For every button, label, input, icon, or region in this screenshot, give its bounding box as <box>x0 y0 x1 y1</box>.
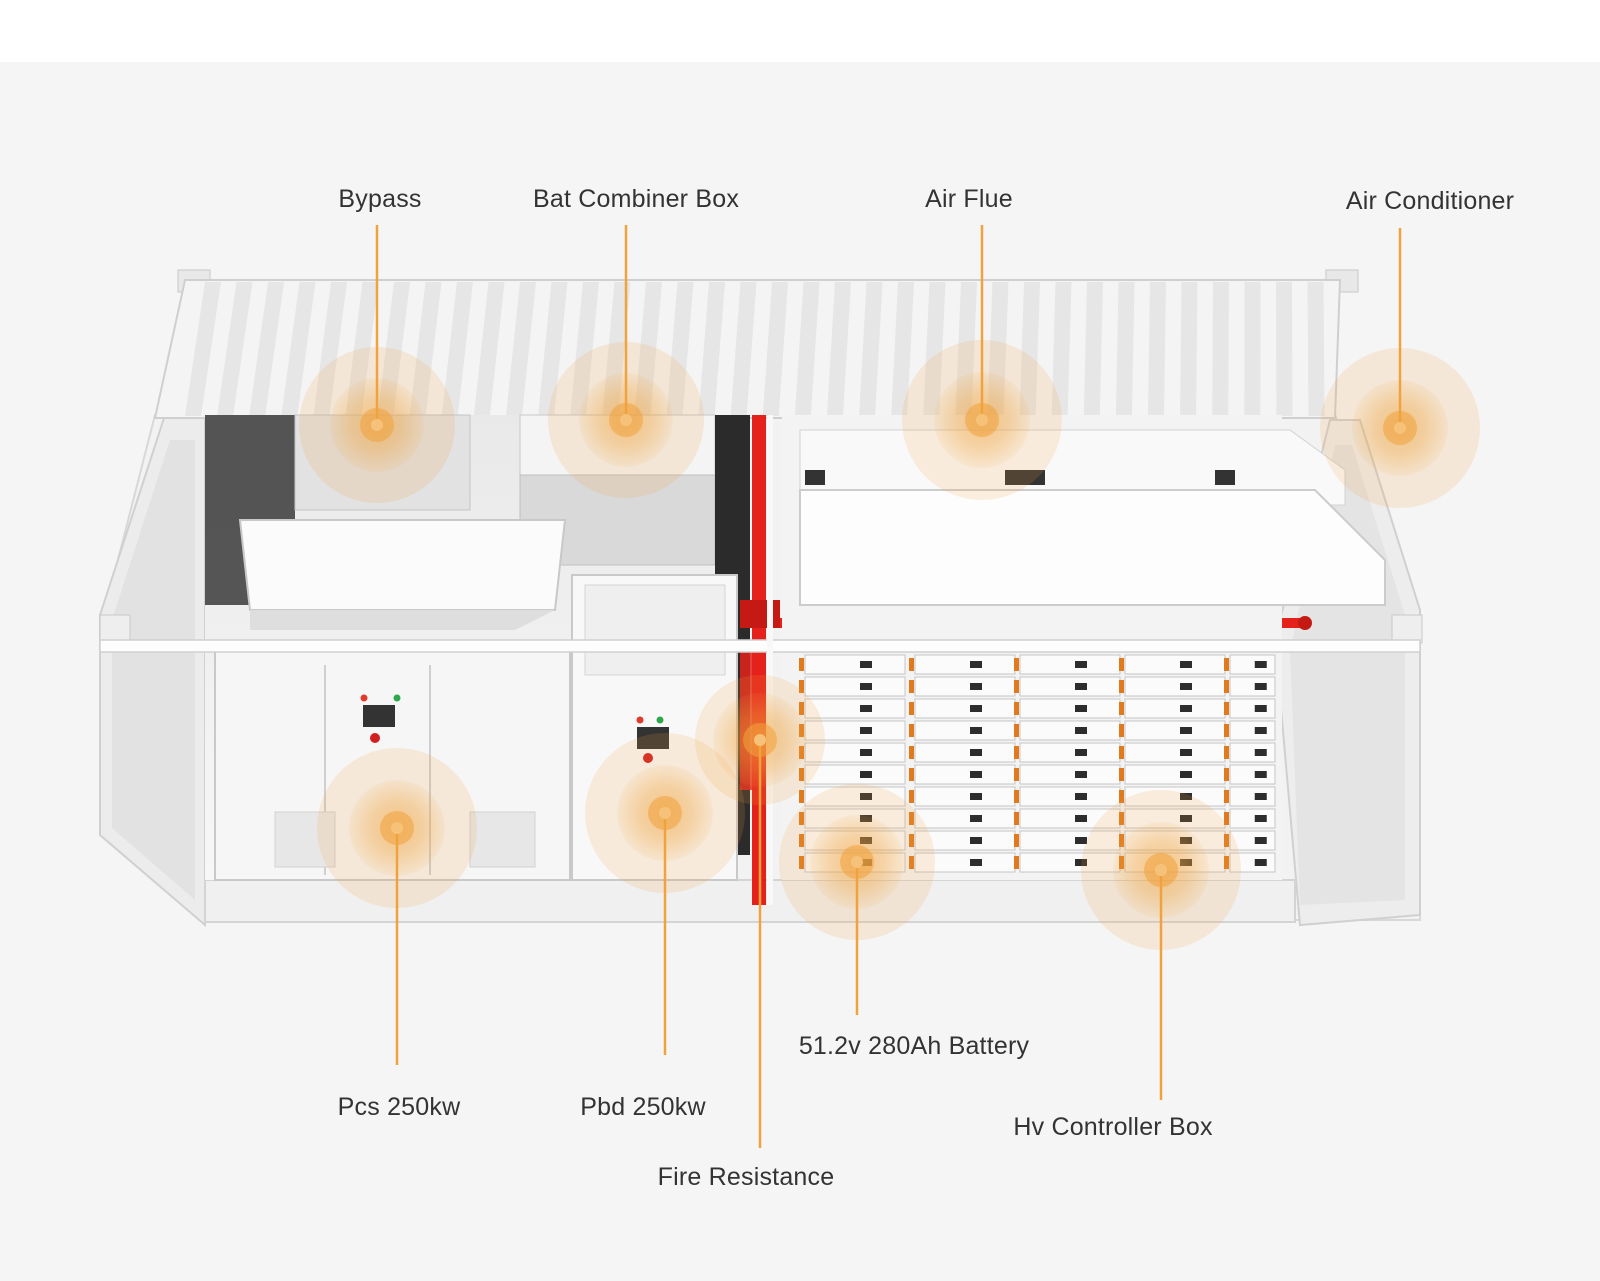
label-bypass: Bypass <box>338 185 422 213</box>
label-hv-controller-box: Hv Controller Box <box>1013 1113 1213 1141</box>
hotspot-bat-combiner-box-icon[interactable] <box>548 342 704 498</box>
label-fire-resistance: Fire Resistance <box>657 1163 835 1191</box>
hotspot-pbd-icon[interactable] <box>585 733 745 893</box>
hotspot-fire-resistance-icon[interactable] <box>695 675 825 805</box>
hotspot-pcs-icon[interactable] <box>317 748 477 908</box>
front-rail <box>99 639 1421 653</box>
hotspot-air-conditioner-icon[interactable] <box>1320 348 1480 508</box>
hotspot-battery-icon[interactable] <box>779 784 935 940</box>
hotspot-bypass-icon[interactable] <box>299 347 455 503</box>
label-pbd: Pbd 250kw <box>580 1093 706 1121</box>
label-pcs: Pcs 250kw <box>337 1093 461 1121</box>
label-air-flue: Air Flue <box>925 185 1013 213</box>
hotspot-air-flue-icon[interactable] <box>902 340 1062 500</box>
label-air-conditioner: Air Conditioner <box>1345 187 1515 215</box>
corrugated-roof <box>153 279 1342 419</box>
label-bat-combiner-box: Bat Combiner Box <box>532 185 740 213</box>
label-battery: 51.2v 280Ah Battery <box>798 1032 1030 1060</box>
hotspot-hv-controller-box-icon[interactable] <box>1081 790 1241 950</box>
